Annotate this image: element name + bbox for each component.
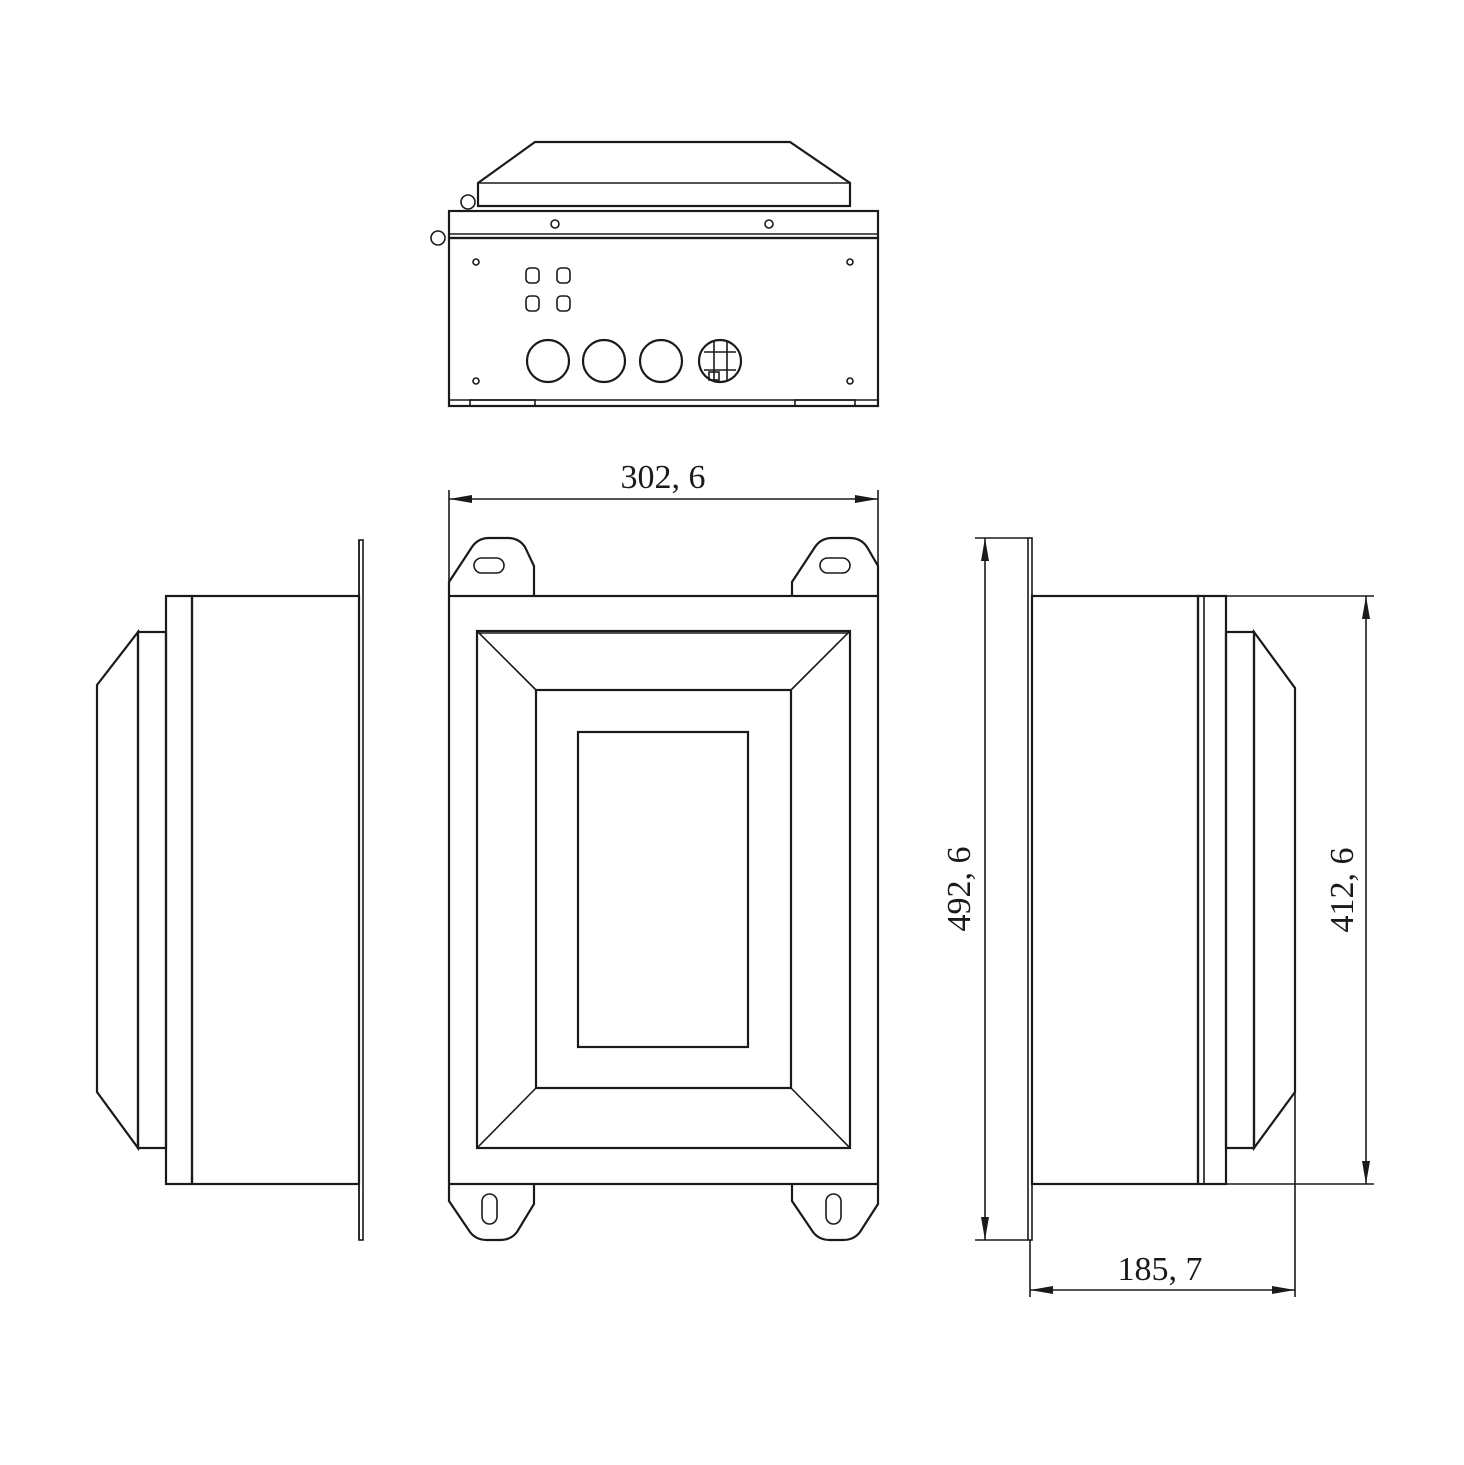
top-view-lid xyxy=(476,140,852,208)
mounting-ear-bottom-right xyxy=(790,1184,880,1242)
small-port xyxy=(556,295,571,312)
dimension-body-height-label: 412, 6 xyxy=(1324,848,1361,933)
dimension-depth: 185, 7 xyxy=(1029,1092,1296,1297)
mounting-ear-top-right xyxy=(790,536,880,596)
right-side-lid xyxy=(1252,628,1297,1152)
connector-socket xyxy=(697,338,743,384)
left-side-lid xyxy=(95,628,140,1152)
front-view: 302, 6 xyxy=(447,459,880,1242)
front-lid-frame xyxy=(475,629,852,1150)
left-side-view xyxy=(95,539,364,1241)
right-side-body xyxy=(1030,594,1200,1186)
display-window xyxy=(576,730,750,1049)
dimension-body-height: 412, 6 xyxy=(1226,595,1374,1185)
mounting-ear-top-left xyxy=(447,536,536,596)
dimension-width-label: 302, 6 xyxy=(621,459,706,496)
small-port xyxy=(556,267,571,284)
hinge-knob xyxy=(460,194,476,210)
small-port xyxy=(525,267,540,284)
top-view xyxy=(430,140,880,408)
small-port xyxy=(525,295,540,312)
mounting-ear-bottom-left xyxy=(447,1184,536,1242)
cable-gland xyxy=(581,338,627,384)
right-side-view: 492, 6 412, 6 185, 7 xyxy=(941,537,1374,1297)
left-mounting-plate xyxy=(358,539,364,1241)
top-view-body xyxy=(447,236,880,408)
front-housing xyxy=(447,594,880,1186)
cable-gland xyxy=(638,338,684,384)
cable-gland xyxy=(525,338,571,384)
dimension-overall-height-label: 492, 6 xyxy=(941,847,978,932)
front-lid-inner xyxy=(534,688,793,1090)
dimension-depth-label: 185, 7 xyxy=(1118,1251,1203,1288)
left-side-body xyxy=(190,594,361,1186)
hinge-knob xyxy=(430,230,446,246)
dimension-overall-height: 492, 6 xyxy=(941,537,1028,1241)
dimension-width: 302, 6 xyxy=(448,459,879,590)
